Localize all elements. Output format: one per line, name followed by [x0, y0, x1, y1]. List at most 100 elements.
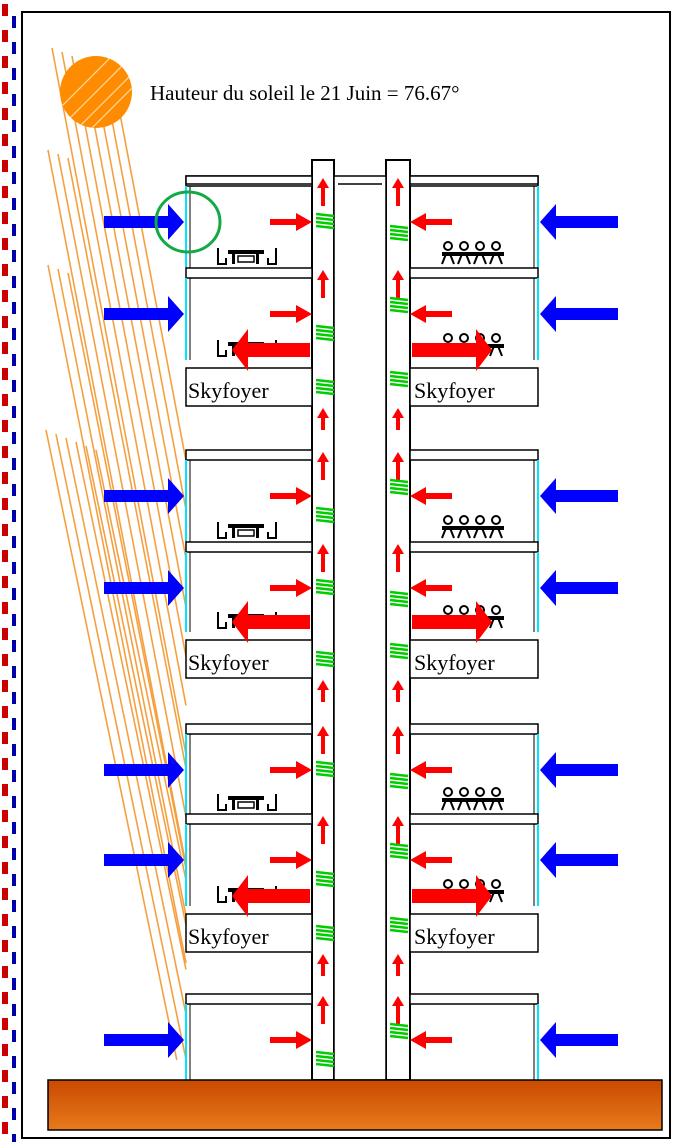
decorative-border	[2, 4, 16, 1142]
border-dash	[12, 952, 16, 964]
border-dash	[2, 524, 8, 536]
border-dash	[12, 380, 16, 392]
border-dash	[12, 562, 16, 574]
border-dash	[2, 446, 8, 458]
border-dash	[12, 926, 16, 938]
stair-icon	[389, 478, 409, 496]
sun-ray	[81, 59, 187, 608]
sun-ray	[95, 449, 187, 881]
border-dash	[2, 732, 8, 744]
table-chairs-icon	[217, 794, 277, 811]
border-dash	[2, 1070, 8, 1082]
border-dash	[12, 432, 16, 444]
border-dash	[12, 588, 16, 600]
sun-ray	[111, 71, 187, 461]
border-dash	[2, 264, 8, 276]
border-dash	[2, 680, 8, 692]
floor-slab	[185, 813, 313, 825]
border-dash	[2, 810, 8, 822]
airflow-arrow-left	[270, 579, 312, 597]
skyfoyer-label: Skyfoyer	[188, 650, 269, 675]
table-chairs-icon	[217, 248, 277, 265]
stack-arrow-up	[317, 178, 329, 206]
stair-icon	[389, 642, 409, 660]
floor-slab	[409, 813, 539, 825]
central-atrium	[333, 175, 387, 1081]
airflow-arrow-left	[270, 851, 312, 869]
border-dash	[12, 458, 16, 470]
border-dash	[12, 614, 16, 626]
sun-height-caption: Hauteur du soleil le 21 Juin = 76.67°	[150, 81, 460, 105]
stack-arrow-up	[317, 544, 329, 572]
border-dash	[2, 1018, 8, 1030]
floor-slab	[409, 993, 539, 1005]
border-dash	[12, 874, 16, 886]
border-dash	[2, 212, 8, 224]
border-dash	[2, 394, 8, 406]
border-dash	[2, 758, 8, 770]
sun-ray	[47, 264, 187, 964]
exhaust-arrow-right	[412, 601, 492, 643]
airflow-arrow-right	[410, 761, 452, 779]
floor-slab	[409, 541, 539, 553]
stair-icon	[389, 842, 409, 860]
border-dash	[12, 94, 16, 106]
roof-slab	[185, 175, 313, 185]
airflow-arrow-right	[410, 1031, 452, 1049]
wind-arrow-left	[104, 752, 184, 788]
border-dash	[12, 42, 16, 54]
border-dash	[12, 796, 16, 808]
border-dash	[2, 342, 8, 354]
floor-slab	[185, 449, 313, 461]
border-dash	[2, 160, 8, 172]
ground	[47, 1079, 663, 1131]
border-dash	[2, 368, 8, 380]
skyfoyer-left	[185, 639, 313, 679]
wind-arrow-right	[540, 1022, 618, 1058]
stair-icon	[315, 324, 335, 342]
border-dash	[2, 82, 8, 94]
border-dash	[12, 744, 16, 756]
border-dash	[2, 56, 8, 68]
wind-arrow-right	[540, 570, 618, 606]
border-dash	[2, 576, 8, 588]
stair-icon	[389, 370, 409, 388]
stair-icon	[389, 590, 409, 608]
stack-arrow-up	[392, 726, 404, 754]
floor-slab	[409, 449, 539, 461]
sun-ray	[57, 153, 187, 817]
stack-arrow-up	[317, 816, 329, 844]
border-dash	[12, 1134, 16, 1142]
highlight-circle	[154, 190, 222, 254]
border-dash	[2, 420, 8, 432]
stair-icon	[315, 870, 335, 888]
wind-arrow-right	[540, 752, 618, 788]
border-dash	[12, 692, 16, 704]
border-dash	[12, 68, 16, 80]
skyfoyer-left	[185, 367, 313, 407]
airflow-arrow-right	[410, 851, 452, 869]
stair-icon	[389, 772, 409, 790]
sun-ray	[75, 441, 187, 970]
border-dash	[2, 134, 8, 146]
stair-icon	[315, 760, 335, 778]
stack-arrow-up	[317, 726, 329, 754]
stack-arrow-up	[317, 452, 329, 480]
stack-arrow-up	[317, 408, 329, 430]
border-dash	[12, 1030, 16, 1042]
border-dash	[12, 250, 16, 262]
floor-slab	[409, 267, 539, 279]
exhaust-arrow-left	[232, 875, 310, 917]
stair-icon	[389, 916, 409, 934]
skyfoyer-label: Skyfoyer	[414, 378, 495, 403]
border-dash	[2, 654, 8, 666]
stack-arrow-up	[392, 680, 404, 702]
border-dash	[12, 120, 16, 132]
border-dash	[2, 1122, 8, 1134]
stair-icon	[389, 224, 409, 242]
border-dash	[12, 770, 16, 782]
stack-arrow-up	[317, 270, 329, 298]
border-dash	[12, 146, 16, 158]
table-chairs-icon	[217, 522, 277, 539]
